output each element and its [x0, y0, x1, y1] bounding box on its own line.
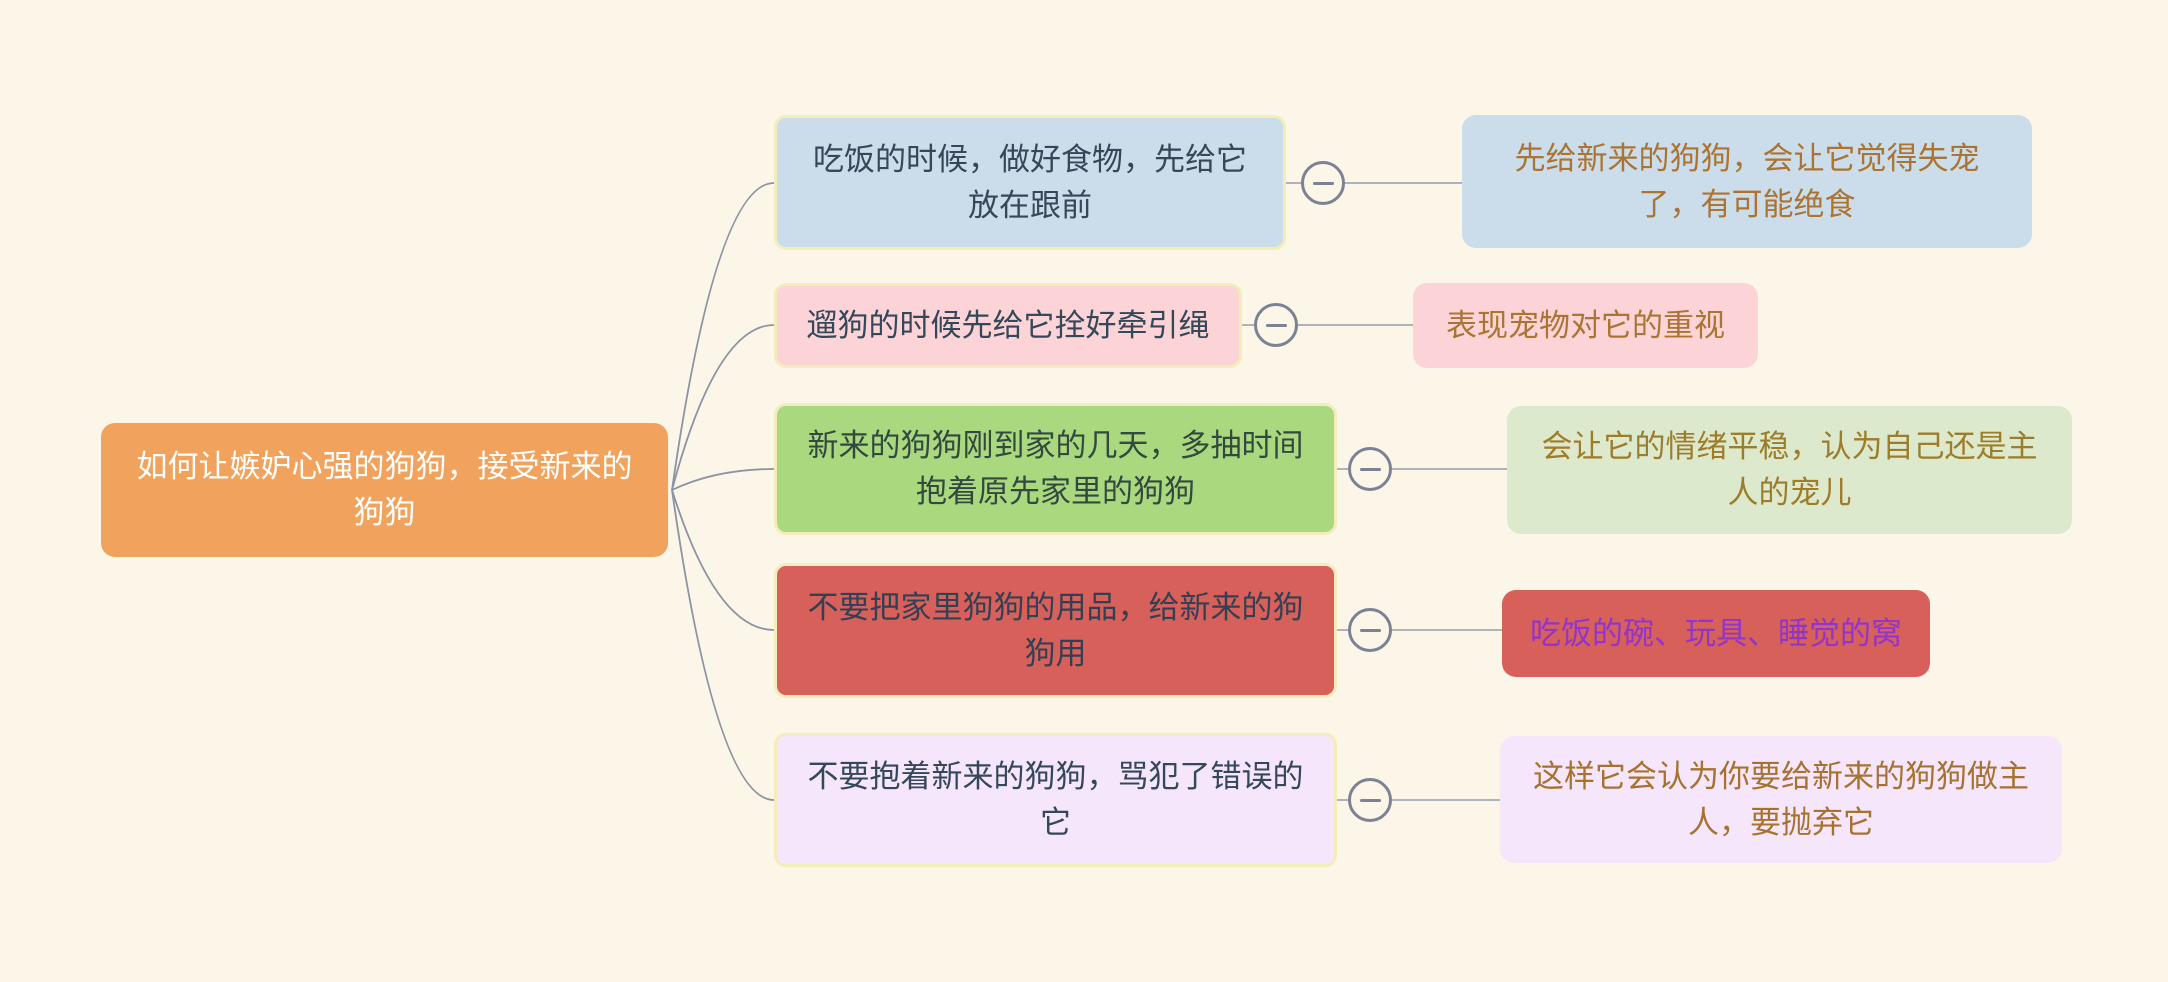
- branch-topic-3[interactable]: 新来的狗狗刚到家的几天，多抽时间抱着原先家里的狗狗: [774, 403, 1337, 535]
- collapse-button-3[interactable]: [1348, 447, 1392, 491]
- connector-root-branch2: [671, 324, 775, 491]
- minus-icon: [1312, 181, 1334, 185]
- branch-topic-2[interactable]: 遛狗的时候先给它拴好牵引绳: [774, 283, 1242, 368]
- detail-topic-3[interactable]: 会让它的情绪平稳，认为自己还是主人的宠儿: [1507, 406, 2072, 534]
- collapse-button-4[interactable]: [1348, 608, 1392, 652]
- root-topic[interactable]: 如何让嫉妒心强的狗狗，接受新来的狗狗: [101, 423, 668, 557]
- connector-root-branch5: [671, 489, 775, 801]
- detail-topic-2[interactable]: 表现宠物对它的重视: [1413, 283, 1758, 368]
- minus-icon: [1359, 467, 1381, 471]
- minus-icon: [1359, 798, 1381, 802]
- connector-root-branch1: [671, 182, 775, 491]
- collapse-button-5[interactable]: [1348, 778, 1392, 822]
- branch-topic-5[interactable]: 不要抱着新来的狗狗，骂犯了错误的它: [774, 733, 1337, 867]
- collapse-button-2[interactable]: [1254, 303, 1298, 347]
- connector-root-branch4: [671, 489, 775, 631]
- minus-icon: [1265, 323, 1287, 327]
- detail-topic-4[interactable]: 吃饭的碗、玩具、睡觉的窝: [1502, 590, 1930, 677]
- connector-root-branch3: [671, 468, 775, 491]
- branch-topic-1[interactable]: 吃饭的时候，做好食物，先给它放在跟前: [774, 115, 1286, 250]
- collapse-button-1[interactable]: [1301, 161, 1345, 205]
- branch-topic-4[interactable]: 不要把家里狗狗的用品，给新来的狗狗用: [774, 563, 1337, 698]
- detail-topic-1[interactable]: 先给新来的狗狗，会让它觉得失宠了，有可能绝食: [1462, 115, 2032, 248]
- minus-icon: [1359, 628, 1381, 632]
- detail-topic-5[interactable]: 这样它会认为你要给新来的狗狗做主人，要抛弃它: [1500, 736, 2062, 863]
